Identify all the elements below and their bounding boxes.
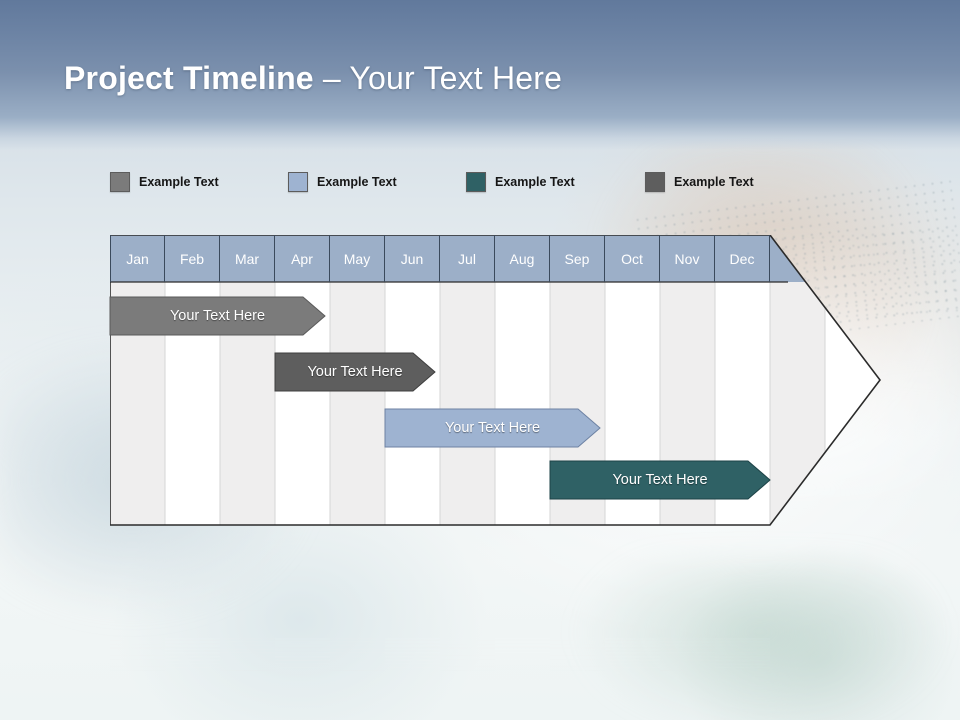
legend-item-2[interactable]: Example Text [288,170,397,194]
timeline-bar-3[interactable]: Your Text Here [384,408,601,448]
timeline-bar-2[interactable]: Your Text Here [274,352,436,392]
legend: Example Text Example Text Example Text Exam… [110,170,830,194]
month-header-aug[interactable]: Aug [495,235,550,282]
month-header-jan[interactable]: Jan [110,235,165,282]
legend-swatch-icon-1 [110,172,130,192]
timeline-bar-4[interactable]: Your Text Here [549,460,771,500]
page-title: Project Timeline – Your Text Here [64,60,562,97]
legend-label-3: Example Text [495,175,575,189]
legend-item-4[interactable]: Example Text [645,170,754,194]
timeline-bar-shape-4 [549,460,771,500]
timeline-bar-shape-1 [109,296,326,336]
legend-swatch-icon-4 [645,172,665,192]
legend-label-1: Example Text [139,175,219,189]
legend-item-3[interactable]: Example Text [466,170,575,194]
page-title-rest: – Your Text Here [313,60,563,96]
month-header-mar[interactable]: Mar [220,235,275,282]
legend-label-2: Example Text [317,175,397,189]
month-header-feb[interactable]: Feb [165,235,220,282]
month-header-jul[interactable]: Jul [440,235,495,282]
month-header-oct[interactable]: Oct [605,235,660,282]
month-header-sep[interactable]: Sep [550,235,605,282]
month-header-nov[interactable]: Nov [660,235,715,282]
page-title-bold: Project Timeline [64,60,314,96]
legend-swatch-icon-2 [288,172,308,192]
month-header-jun[interactable]: Jun [385,235,440,282]
timeline-bar-shape-2 [274,352,436,392]
legend-swatch-icon-3 [466,172,486,192]
month-header-may[interactable]: May [330,235,385,282]
legend-item-1[interactable]: Example Text [110,170,219,194]
month-header-apr[interactable]: Apr [275,235,330,282]
legend-label-4: Example Text [674,175,754,189]
background-blur-bottom [560,560,960,720]
timeline-bar-1[interactable]: Your Text Here [109,296,326,336]
header-band [0,0,960,150]
month-header-dec[interactable]: Dec [715,235,770,282]
timeline-bar-shape-3 [384,408,601,448]
